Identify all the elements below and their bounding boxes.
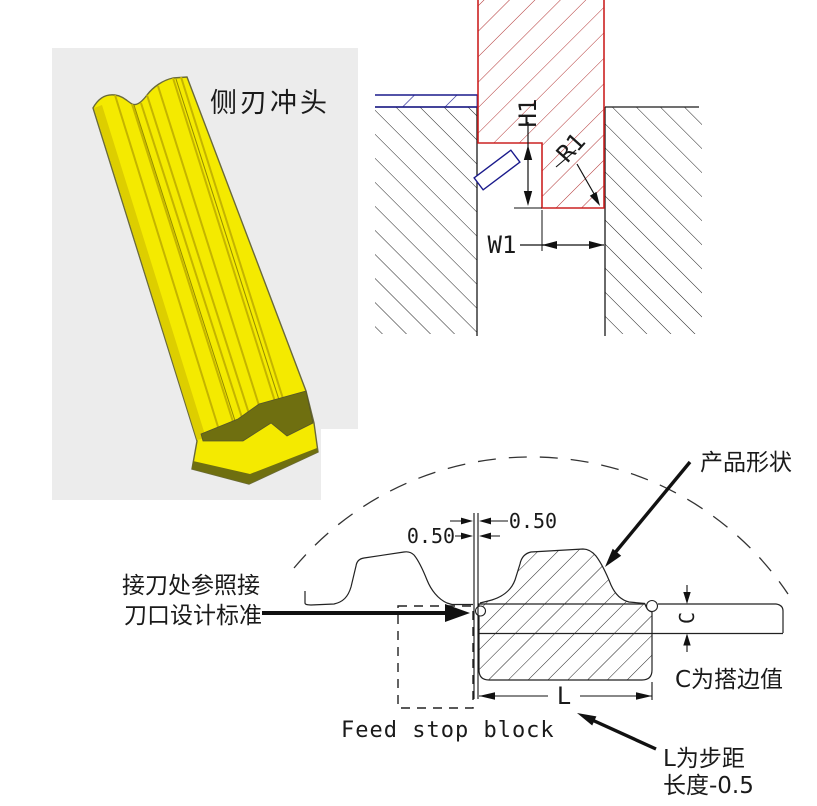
cut-joint-double-line — [473, 513, 479, 699]
punch-groove-accents — [133, 78, 282, 428]
punch-3d-model: 侧刃冲头 — [52, 48, 358, 500]
w1-dimension — [520, 210, 604, 251]
strip-edges — [479, 603, 784, 635]
r1-callout — [555, 149, 600, 206]
margin-dimension — [683, 585, 691, 652]
die-section-view: H1 R1 W1 — [375, 0, 702, 336]
w1-dimension-label: W1 — [488, 231, 517, 259]
punch-left-face-shade — [94, 105, 206, 440]
die-block-right-hatch — [605, 107, 702, 334]
joint-note-line2: 刀口设计标准 — [124, 603, 262, 629]
margin-note: C为搭边值 — [675, 667, 783, 693]
margin-dimension-letter: C — [675, 612, 699, 624]
feed-stop-block-label: Feed stop block — [341, 718, 555, 743]
cut-slug — [473, 149, 521, 191]
overlap-right-dimension: 0.50 — [509, 509, 557, 533]
feed-stop-block-outline — [397, 605, 474, 709]
sheet-strip — [375, 94, 478, 108]
joint-note-line1: 接刀处参照接 — [122, 573, 260, 599]
die-block-left-hatch — [375, 107, 477, 334]
punch-heel-bottom-face — [192, 448, 318, 484]
pitch-note-line2: 长度-0.5 — [663, 773, 754, 799]
overlap-left-dimension: 0.50 — [407, 524, 455, 548]
joint-note-arrow — [262, 604, 470, 622]
blank-outline-arc — [293, 456, 789, 595]
product-profile-outline — [479, 548, 646, 605]
product-profile-hatch — [480, 549, 645, 604]
joint-relief-right — [645, 599, 659, 613]
model-image-overlap-patch — [321, 429, 358, 500]
pitch-note-line1: L为步距 — [663, 746, 745, 772]
punch-heel-top-face — [200, 390, 314, 442]
h1-dimension-label: H1 — [514, 99, 542, 128]
overlap-dimension-arrows — [450, 517, 508, 540]
previous-station-profile — [304, 551, 453, 606]
model-caption: 侧刃冲头 — [210, 88, 330, 119]
punch-groove-lines — [114, 76, 286, 431]
pitch-dimension-letter: L — [557, 682, 571, 710]
pitch-note-arrow — [577, 713, 657, 751]
pitch-dimension — [479, 682, 653, 700]
product-shape-label: 产品形状 — [700, 450, 792, 476]
strip-layout-view: C L 0.50 0.50 产品形状 接刀处参照接 刀口设计标准 Feed st… — [122, 450, 792, 799]
h1-dimension — [514, 122, 542, 209]
side-blade-cut-block — [478, 603, 653, 681]
product-shape-arrow — [605, 460, 692, 567]
joint-relief-left — [474, 605, 487, 617]
